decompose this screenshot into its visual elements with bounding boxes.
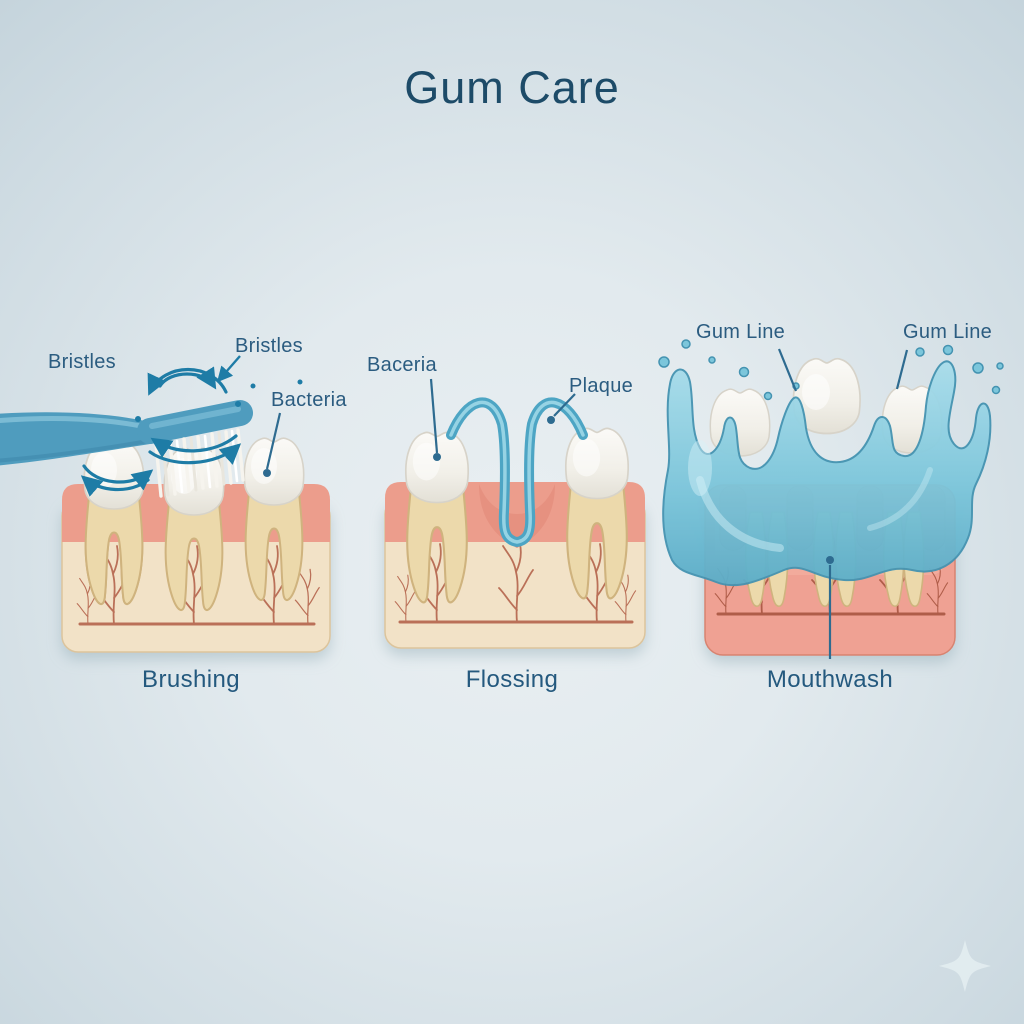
caption-flossing: Flossing xyxy=(465,666,559,693)
label-gum-line-right: Gum Line xyxy=(903,321,993,343)
bristles-leader-arrow xyxy=(216,355,241,383)
panel-brushing-illustration xyxy=(0,355,331,653)
label-leaders xyxy=(429,378,576,454)
label-gum-line-left: Gum Line xyxy=(696,321,786,343)
particle-dots xyxy=(135,379,303,422)
baceria-dot xyxy=(433,453,441,461)
label-bristles-top: Bristles xyxy=(235,335,303,357)
bacteria-dot xyxy=(263,469,271,477)
label-bristles-left: Bristles xyxy=(48,351,116,373)
blood-vessels xyxy=(76,545,320,626)
sparkle-icon xyxy=(939,940,991,992)
label-baceria: Baceria xyxy=(367,354,437,376)
brushing-motion-arrows xyxy=(80,366,242,497)
panel-mouthwash-illustration xyxy=(658,339,1004,659)
plaque-dot xyxy=(547,416,555,424)
gum-line-leaders xyxy=(777,348,909,392)
bacteria-leader xyxy=(265,412,282,470)
caption-brushing: Brushing xyxy=(142,666,240,693)
toothbrush-handle xyxy=(0,412,150,466)
panel-flossing-illustration xyxy=(384,378,646,649)
mouthwash-splash xyxy=(658,339,1004,587)
toothbrush-head xyxy=(137,400,253,444)
label-plaque: Plaque xyxy=(569,375,634,397)
blood-vessels xyxy=(394,543,637,624)
splash-droplets xyxy=(658,339,1004,401)
dental-floss xyxy=(446,397,588,548)
interdental-gum xyxy=(479,484,555,548)
caption-mouthwash: Mouthwash xyxy=(766,666,894,693)
page-title: Gum Care xyxy=(404,62,620,113)
label-bacteria: Bacteria xyxy=(271,389,347,411)
mouthwash-dot xyxy=(826,556,834,564)
